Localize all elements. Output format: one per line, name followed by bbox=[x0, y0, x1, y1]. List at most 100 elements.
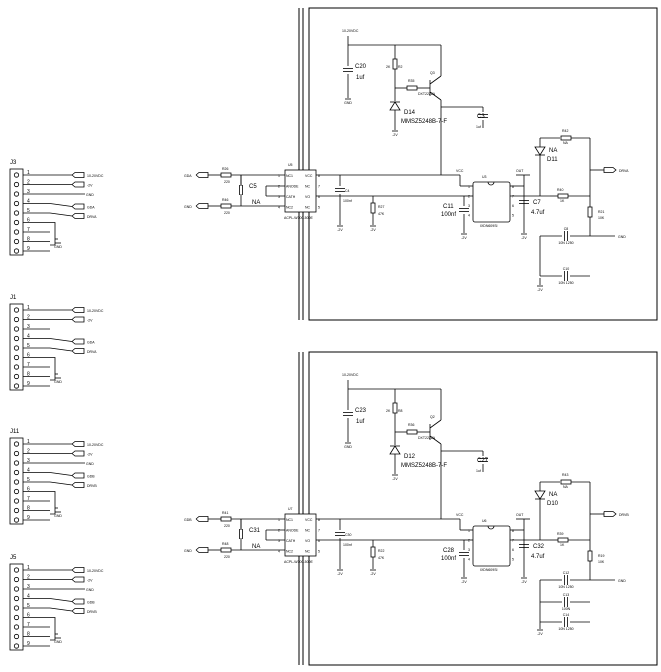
net-name: GND bbox=[86, 588, 94, 592]
connector-ref: J1 bbox=[10, 295, 17, 301]
connector-pin bbox=[13, 172, 20, 178]
connector-pin bbox=[13, 364, 20, 370]
opto-pin-name: NC bbox=[305, 529, 311, 533]
connector-pin-number: 1 bbox=[27, 170, 30, 176]
ground-symbol: GND bbox=[54, 511, 62, 518]
connector-pin-number: 6 bbox=[27, 487, 30, 493]
value-label: 1uf bbox=[476, 469, 481, 473]
ref-label: C3 bbox=[477, 114, 485, 120]
net-wire bbox=[49, 212, 73, 217]
connector-pin bbox=[13, 567, 20, 573]
net-port-shape bbox=[71, 316, 85, 323]
connector-pin bbox=[13, 586, 20, 592]
connector-pin-number: 6 bbox=[27, 353, 30, 359]
opto-pin-name: NC2 bbox=[286, 206, 293, 210]
driver-pin-number: 5 bbox=[512, 214, 514, 218]
ground-label: -2V bbox=[392, 133, 398, 137]
net-port bbox=[71, 307, 85, 313]
net-port bbox=[71, 316, 85, 323]
opto-pin-number: 6 bbox=[318, 539, 320, 543]
input-port-gnd bbox=[195, 547, 209, 553]
gnd-bus bbox=[50, 617, 56, 641]
net-wire bbox=[49, 598, 73, 602]
net-port-shape bbox=[603, 167, 617, 173]
connector-pin-number: 2 bbox=[27, 575, 30, 581]
net-name: DRVB bbox=[87, 484, 97, 488]
transistor-emitter bbox=[429, 91, 442, 101]
ground-label: -2V bbox=[537, 632, 543, 636]
net-name: 10-20VDC bbox=[87, 309, 104, 313]
gate-pulldown-resistor bbox=[587, 550, 593, 562]
connector-pin-number: 5 bbox=[27, 343, 30, 349]
diode-triangle bbox=[534, 490, 546, 500]
value-label: NA bbox=[563, 485, 569, 489]
opto-part: ACPL-W300-500E bbox=[284, 216, 313, 220]
connector-pin bbox=[13, 191, 20, 197]
opto-pin-name: NC2 bbox=[286, 550, 293, 554]
ref-label: R27 bbox=[378, 205, 384, 209]
gnd-bus bbox=[50, 222, 56, 246]
driver-pin-number: 1 bbox=[468, 529, 470, 533]
net-name: 10-20VDC bbox=[87, 174, 104, 178]
opto-pin-name: CATH bbox=[286, 539, 296, 543]
ground-label: GND bbox=[344, 101, 352, 105]
net-name: DRVA bbox=[87, 350, 97, 354]
connector-ref: J3 bbox=[10, 160, 17, 166]
ref-label: C23 bbox=[355, 408, 367, 414]
connector-pin bbox=[13, 335, 20, 342]
ref-label: C12 bbox=[563, 571, 569, 575]
ground-symbol: GND bbox=[54, 242, 62, 249]
feedback-resistor bbox=[560, 479, 572, 485]
input-resistor bbox=[220, 516, 232, 522]
input-port-gdb bbox=[195, 516, 209, 522]
ground-symbol: -2V bbox=[521, 577, 527, 584]
connector-pin-number: 9 bbox=[27, 641, 30, 647]
ground-symbol: -2V bbox=[461, 233, 467, 240]
connectors: J312345678910-20VDC-2VGDADRVAGNDGNDJ1123… bbox=[9, 160, 104, 651]
base-resistor bbox=[392, 402, 398, 414]
connector-pin-number: 7 bbox=[27, 496, 30, 502]
net-port bbox=[71, 608, 85, 614]
connector-pin bbox=[13, 200, 20, 207]
connector-pin-number: 7 bbox=[27, 362, 30, 368]
output-net-name: DRVB bbox=[619, 513, 629, 517]
input-net-name: GDA bbox=[184, 174, 192, 178]
connector-pin-number: 2 bbox=[27, 449, 30, 455]
net-port bbox=[71, 567, 85, 573]
opto-pin-name: ANODE bbox=[286, 529, 299, 533]
opto-pin-number: 4 bbox=[278, 550, 280, 554]
ground-symbol: GND bbox=[344, 442, 352, 449]
opto-pin-number: 6 bbox=[318, 195, 320, 199]
ref-label: C8 bbox=[564, 227, 569, 231]
connector-ref: J5 bbox=[10, 555, 17, 561]
ground-symbol: -2V bbox=[521, 233, 527, 240]
gate-resistor bbox=[557, 537, 569, 543]
connector-pin-number: 3 bbox=[27, 189, 30, 195]
driver-part: IXDN609SI bbox=[480, 568, 498, 572]
opto-pin-number: 2 bbox=[278, 185, 280, 189]
ref-label: C27 bbox=[477, 458, 489, 464]
driver-pin-number: 3 bbox=[468, 204, 470, 208]
net-port bbox=[71, 338, 85, 345]
net-name: DRVA bbox=[87, 215, 97, 219]
optocoupler-body bbox=[284, 169, 317, 213]
ground-symbol: -2V bbox=[337, 225, 343, 232]
value-label: 10K bbox=[598, 560, 605, 564]
input-net-name: GND bbox=[184, 549, 192, 553]
ground-label: -2V bbox=[337, 228, 343, 232]
gate-pulldown-resistor bbox=[587, 206, 593, 218]
ground-label: GND bbox=[54, 245, 62, 249]
net-name: -2V bbox=[87, 184, 93, 188]
connector-pin bbox=[13, 595, 20, 602]
input-net-name: GDB bbox=[184, 518, 192, 522]
net-wire bbox=[49, 472, 73, 476]
net-name: GDA bbox=[87, 341, 95, 345]
ref-label: C20 bbox=[355, 64, 367, 70]
connector-pin-number: 5 bbox=[27, 477, 30, 483]
connector-pin-number: 1 bbox=[27, 565, 30, 571]
connector-pin bbox=[13, 469, 20, 476]
ground-symbol: GND bbox=[344, 98, 352, 105]
net-port bbox=[71, 348, 85, 354]
connector-pin bbox=[13, 345, 20, 351]
